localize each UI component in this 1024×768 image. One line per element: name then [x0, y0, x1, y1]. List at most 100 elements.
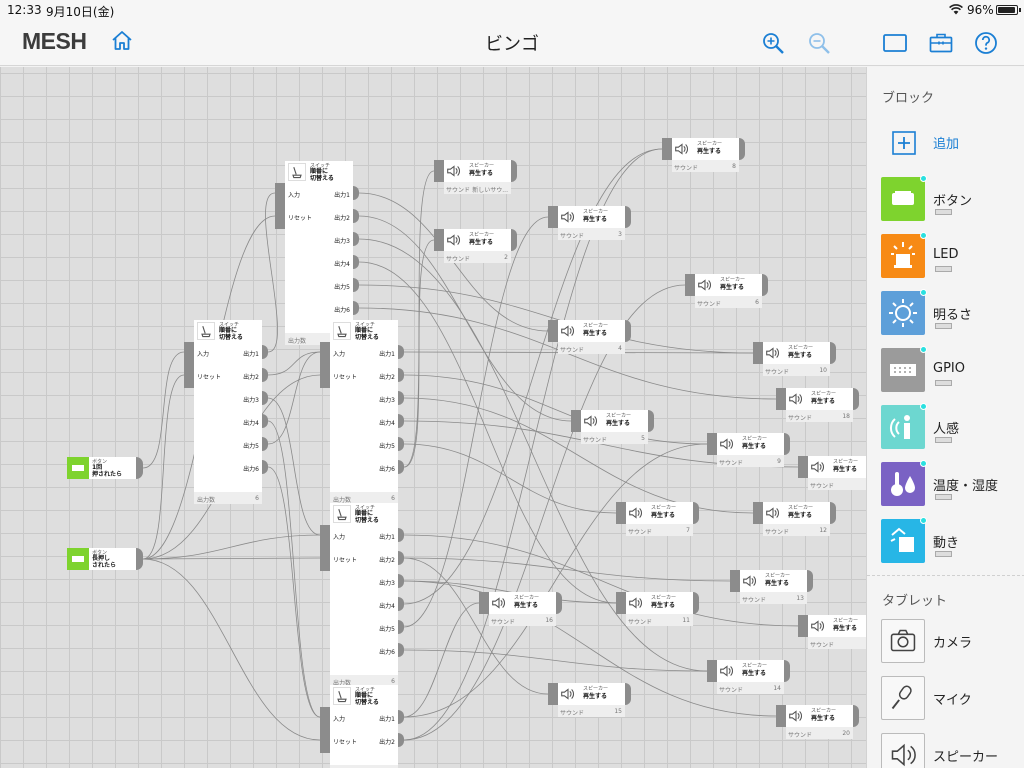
output-port[interactable]	[853, 705, 859, 727]
output-port[interactable]	[625, 206, 631, 228]
input-port[interactable]	[776, 705, 786, 727]
button-block[interactable]: ボタン長押しされたら	[67, 548, 143, 570]
connection-wire[interactable]	[403, 374, 708, 445]
connection-wire[interactable]	[267, 351, 321, 376]
connection-wire[interactable]	[265, 192, 278, 353]
connection-wire[interactable]	[267, 397, 321, 536]
connection-wire[interactable]	[403, 239, 435, 468]
output-port[interactable]	[262, 368, 268, 382]
input-port[interactable]	[798, 615, 808, 637]
output-port[interactable]	[398, 733, 404, 747]
output-port[interactable]	[807, 570, 813, 592]
output-port[interactable]	[398, 597, 404, 611]
connection-wire[interactable]	[403, 148, 663, 741]
input-port[interactable]	[753, 342, 763, 364]
connection-wire[interactable]	[142, 374, 185, 560]
connection-wire[interactable]	[403, 580, 777, 717]
input-port[interactable]	[753, 502, 763, 524]
output-port[interactable]	[830, 342, 836, 364]
sidebar-block-temperature-humidity[interactable]: 温度・湿度	[867, 460, 1024, 512]
sidebar-block-motion[interactable]: 人感	[867, 403, 1024, 455]
output-port[interactable]	[262, 345, 268, 359]
output-port[interactable]	[830, 502, 836, 524]
output-port[interactable]	[398, 414, 404, 428]
output-port[interactable]	[262, 437, 268, 451]
connection-wire[interactable]	[403, 148, 663, 605]
output-port[interactable]	[762, 274, 768, 296]
connection-wire[interactable]	[403, 443, 708, 718]
input-port[interactable]	[434, 229, 444, 251]
output-port[interactable]	[262, 391, 268, 405]
output-port[interactable]	[784, 433, 790, 455]
connection-wire[interactable]	[142, 534, 321, 560]
output-port[interactable]	[353, 278, 359, 292]
connection-wire[interactable]	[403, 534, 799, 627]
input-port[interactable]	[707, 660, 717, 682]
sidebar-block-brightness[interactable]: 明るさ	[867, 289, 1024, 341]
speaker-block[interactable]: スピーカー再生するサウンド新しいサウ...	[434, 160, 517, 194]
zoom-in-icon[interactable]	[760, 30, 786, 56]
output-port[interactable]	[353, 232, 359, 246]
output-port[interactable]	[398, 551, 404, 565]
output-port[interactable]	[398, 391, 404, 405]
output-port[interactable]	[398, 345, 404, 359]
connection-wire[interactable]	[358, 284, 754, 354]
connection-wire[interactable]	[142, 557, 321, 560]
input-port[interactable]	[685, 274, 695, 296]
output-port[interactable]	[398, 620, 404, 634]
connection-wire[interactable]	[403, 557, 549, 695]
input-port[interactable]	[776, 388, 786, 410]
connection-wire[interactable]	[403, 649, 708, 672]
output-port[interactable]	[693, 502, 699, 524]
output-port[interactable]	[398, 643, 404, 657]
sidebar-tablet-microphone[interactable]: マイク	[867, 676, 1024, 726]
sidebar-block-button[interactable]: ボタン	[867, 175, 1024, 227]
output-port[interactable]	[511, 229, 517, 251]
input-port[interactable]	[479, 592, 489, 614]
toolbox-icon[interactable]	[928, 30, 954, 56]
sidebar-tablet-speaker[interactable]: スピーカー	[867, 733, 1024, 768]
speaker-block[interactable]: スピーカー再生するサウンド	[798, 615, 866, 649]
connection-wire[interactable]	[403, 443, 617, 514]
sidebar-tablet-camera[interactable]: カメラ	[867, 619, 1024, 669]
output-port[interactable]	[556, 592, 562, 614]
connection-wire[interactable]	[403, 284, 686, 741]
input-port[interactable]	[548, 206, 558, 228]
output-port[interactable]	[353, 301, 359, 315]
output-port[interactable]	[353, 186, 359, 200]
output-port[interactable]	[136, 548, 143, 570]
connection-wire[interactable]	[403, 602, 480, 718]
output-port[interactable]	[353, 209, 359, 223]
sidebar-block-move[interactable]: 動き	[867, 517, 1024, 569]
input-port[interactable]	[548, 683, 558, 705]
output-port[interactable]	[398, 574, 404, 588]
connection-wire[interactable]	[403, 557, 731, 582]
home-icon[interactable]	[110, 29, 134, 53]
output-port[interactable]	[853, 388, 859, 410]
output-port[interactable]	[262, 460, 268, 474]
output-port[interactable]	[262, 414, 268, 428]
connection-wire[interactable]	[267, 351, 321, 445]
input-port[interactable]	[662, 138, 672, 160]
input-port[interactable]	[548, 320, 558, 342]
output-port[interactable]	[625, 683, 631, 705]
connection-wire[interactable]	[267, 420, 321, 718]
zoom-out-icon[interactable]	[806, 30, 832, 56]
output-port[interactable]	[398, 710, 404, 724]
output-port[interactable]	[784, 660, 790, 682]
output-port[interactable]	[353, 255, 359, 269]
